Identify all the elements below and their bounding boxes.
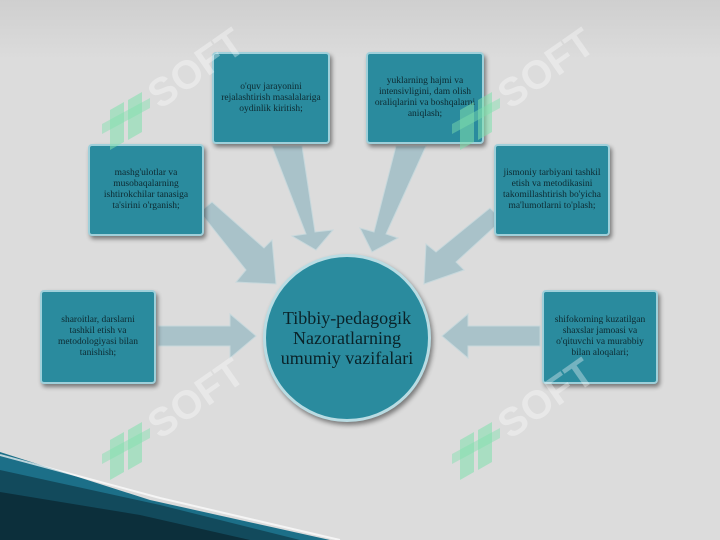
task-box-doctor-relations-text: shifokorning kuzatilgan shaxslar jamoasi… bbox=[554, 315, 646, 358]
task-box-methodology-data-text: jismoniy tarbiyani tashkil etish va meto… bbox=[502, 168, 601, 211]
task-box-effects-text: mashg'ulotlar va musobaqalarning ishtiro… bbox=[103, 168, 189, 211]
task-box-conditions: sharoitlar, darslarni tashkil etish va m… bbox=[40, 290, 156, 384]
arrow-low-left bbox=[157, 312, 257, 360]
slide-background-band bbox=[0, 0, 720, 60]
task-box-conditions-text: sharoitlar, darslarni tashkil etish va m… bbox=[58, 315, 138, 358]
task-box-planning: o'quv jarayonini rejalashtirish masalala… bbox=[212, 52, 330, 144]
arrow-top-right bbox=[359, 145, 427, 253]
arrow-top-left bbox=[271, 145, 335, 251]
task-box-planning-text: o'quv jarayonini rejalashtirish masalala… bbox=[221, 81, 321, 114]
center-title: Tibbiy-pedagogik Nazoratlarning umumiy v… bbox=[280, 308, 414, 368]
task-box-methodology-data: jismoniy tarbiyani tashkil etish va meto… bbox=[494, 144, 610, 236]
task-box-load-volume-text: yuklarning hajmi va intensivligini, dam … bbox=[374, 76, 476, 119]
arrow-low-right bbox=[441, 312, 541, 360]
center-circle: Tibbiy-pedagogik Nazoratlarning umumiy v… bbox=[263, 254, 431, 422]
task-box-doctor-relations: shifokorning kuzatilgan shaxslar jamoasi… bbox=[542, 290, 658, 384]
arrow-mid-left bbox=[199, 201, 277, 285]
